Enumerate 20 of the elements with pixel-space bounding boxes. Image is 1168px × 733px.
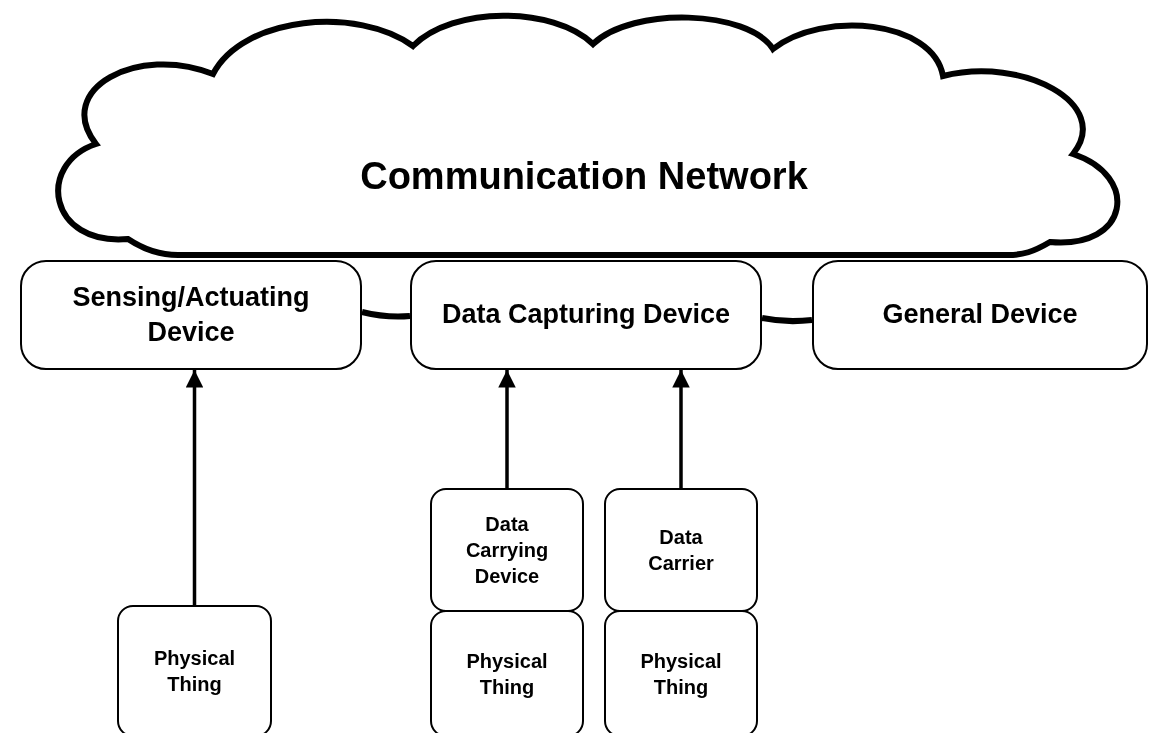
node-label: Communication Network (360, 154, 808, 199)
rounded-box (117, 605, 272, 733)
rounded-box (430, 610, 584, 733)
node-label: Data Capturing Device (441, 298, 731, 332)
arrow (185, 370, 204, 605)
node-label: Physical Thing (465, 648, 549, 700)
node-label: Physical Thing (152, 646, 237, 697)
node-label: Sensing/Actuating Device (71, 280, 311, 349)
node-label: Data Carrier (647, 525, 715, 576)
node-label: Physical Thing (639, 648, 723, 700)
node-label: General Device (882, 298, 1078, 332)
rounded-box (20, 260, 362, 370)
arrow (498, 370, 516, 488)
rounded-box (430, 488, 584, 612)
node-label: Data Carrying Device (464, 512, 550, 589)
arrow (672, 370, 690, 488)
rounded-box (410, 260, 762, 370)
rounded-box (604, 610, 758, 733)
rounded-box (812, 260, 1148, 370)
rounded-box (604, 488, 758, 612)
